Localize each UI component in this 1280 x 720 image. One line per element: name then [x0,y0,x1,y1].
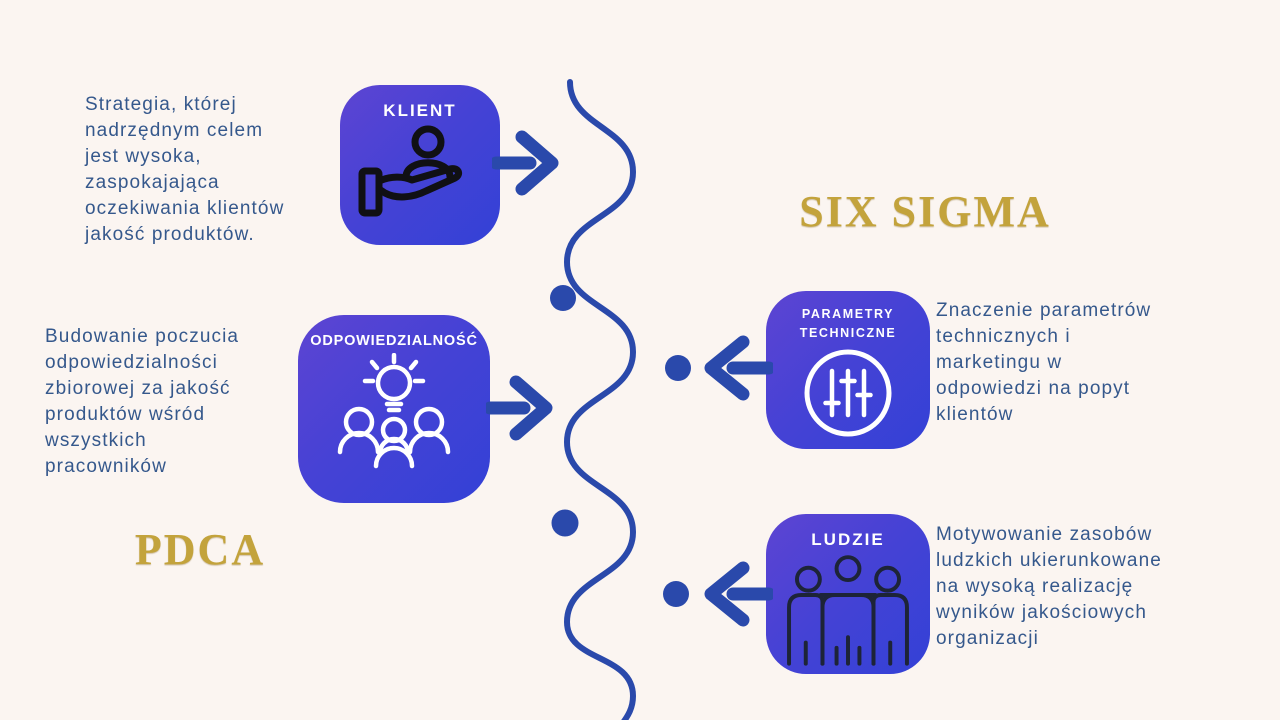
parametry-techniczne-description: Znaczenie parametrów technicznych i mark… [936,298,1196,428]
parametry-techniczne-card: PARAMETRY TECHNICZNE [766,291,930,449]
ludzie-card-label: LUDZIE [811,530,885,549]
ludzie-description: Motywowanie zasobów ludzkich ukierunkowa… [936,522,1211,652]
klient-description: Strategia, której nadrzędnym celem jest … [85,92,335,248]
description-line: nadrzędnym celem [85,120,264,141]
arrow-right-icon [492,130,559,196]
hand-holding-person-icon [358,125,463,217]
ludzie-card: LUDZIE [766,514,930,674]
odpowiedzialnosc-description: Budowanie poczucia odpowiedzialności zbi… [45,324,300,480]
klient-card: KLIENT [340,85,500,245]
description-line: organizacji [936,628,1039,649]
description-line: klientów [936,404,1014,425]
description-line: ludzkich ukierunkowane [936,550,1162,571]
klient-card-label: KLIENT [383,101,457,120]
six-sigma-title: SIX SIGMA [799,187,1051,236]
timeline-dot [663,581,689,607]
description-line: odpowiedzialności [45,352,218,373]
description-line: Budowanie poczucia [45,326,240,347]
description-line: Strategia, której [85,94,237,115]
description-line: wyników jakościowych [936,602,1148,623]
description-line: produktów wśród [45,404,206,425]
description-line: zbiorowej za jakość [45,378,231,399]
description-line: technicznych i [936,326,1071,347]
people-group-icon [787,555,909,666]
parametry-techniczne-card-label: PARAMETRY TECHNICZNE [799,307,897,340]
description-line: Znaczenie parametrów [936,300,1152,321]
odpowiedzialnosc-card-label: ODPOWIEDZIALNOŚĆ [310,333,478,349]
arrow-right-icon [486,375,553,441]
team-lightbulb-icon [337,353,451,469]
description-line: jakość produktów. [85,224,255,245]
description-line: zaspokajająca [85,172,220,193]
description-line: pracowników [45,456,167,477]
description-line: jest wysoka, [85,146,202,167]
timeline-dot [550,285,576,311]
sliders-circle-icon [804,349,892,437]
description-line: wszystkich [45,430,147,451]
description-line: oczekiwania klientów [85,198,285,219]
description-line: Motywowanie zasobów [936,524,1153,545]
description-line: marketingu w [936,352,1063,373]
arrow-left-icon [704,561,773,627]
arrow-left-icon [704,335,773,401]
description-line: na wysoką realizację [936,576,1134,597]
odpowiedzialnosc-card: ODPOWIEDZIALNOŚĆ [298,315,490,503]
description-line: odpowiedzi na popyt [936,378,1131,399]
timeline-dot [551,509,579,537]
timeline-dot [665,355,691,381]
pdca-title: PDCA [134,525,266,574]
wavy-line-path [563,79,637,720]
